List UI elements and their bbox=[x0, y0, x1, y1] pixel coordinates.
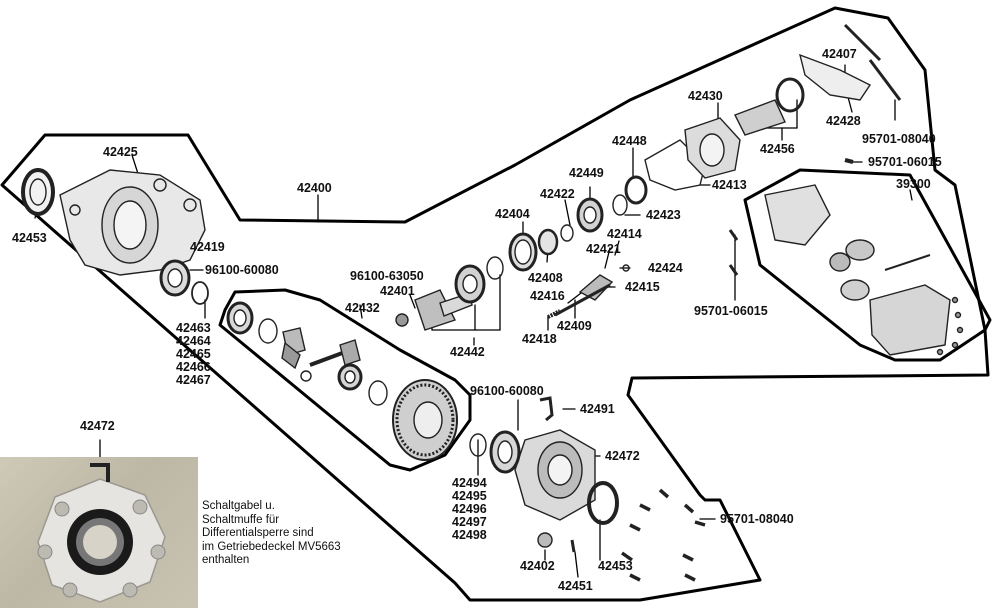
label-part-42497: 42497 bbox=[452, 515, 487, 529]
part-42424-pin bbox=[622, 264, 630, 272]
label-part-42451: 42451 bbox=[558, 579, 593, 593]
part-42448-seal bbox=[624, 175, 648, 205]
note-line-1: Schaltgabel u. bbox=[202, 500, 275, 512]
label-part-42413: 42413 bbox=[712, 178, 747, 192]
label-part-42491: 42491 bbox=[580, 402, 615, 416]
label-part-42419: 42419 bbox=[190, 240, 225, 254]
label-part-42498: 42498 bbox=[452, 528, 487, 542]
label-part-42494: 42494 bbox=[452, 476, 487, 490]
label-part-96100-60080-a: 96100-60080 bbox=[205, 263, 279, 277]
note-text: Schaltgabel u. Schaltmuffe für Different… bbox=[202, 500, 341, 568]
note-line-5: enthalten bbox=[202, 554, 250, 566]
label-part-42415: 42415 bbox=[625, 280, 660, 294]
label-part-42463: 42463 bbox=[176, 321, 211, 335]
part-42418-spring bbox=[547, 309, 561, 319]
part-42451-bolt bbox=[570, 539, 576, 553]
part-42453-seal-left bbox=[21, 168, 55, 216]
label-part-42409: 42409 bbox=[557, 319, 592, 333]
part-42401-pinion bbox=[414, 289, 456, 331]
label-part-42423: 42423 bbox=[646, 208, 681, 222]
label-part-42464: 42464 bbox=[176, 334, 211, 348]
part-pinion-shim bbox=[486, 256, 504, 280]
part-42409-rod bbox=[554, 283, 611, 317]
part-42463-shim bbox=[191, 281, 209, 305]
note-line-4: im Getriebedeckel MV5663 bbox=[202, 540, 341, 553]
label-part-42472: 42472 bbox=[605, 449, 640, 463]
label-part-42428: 42428 bbox=[826, 114, 861, 128]
label-part-42414: 42414 bbox=[607, 227, 642, 241]
part-95701-08040-bolts bbox=[843, 23, 902, 101]
label-part-42448: 42448 bbox=[612, 134, 647, 148]
part-42408-collar bbox=[537, 228, 559, 256]
part-diff-pinion-gear bbox=[339, 339, 361, 366]
outline-shift-group bbox=[743, 168, 992, 362]
label-part-95701-06015-b: 95701-06015 bbox=[694, 304, 768, 318]
label-part-42421: 42421 bbox=[586, 242, 621, 256]
part-42453-seal-right bbox=[587, 481, 619, 525]
label-part-42466: 42466 bbox=[176, 360, 211, 374]
label-group-42432: 42432 bbox=[345, 301, 380, 315]
label-part-96100-63050: 96100-63050 bbox=[350, 269, 424, 283]
label-part-95701-08040-a: 95701-08040 bbox=[862, 132, 936, 146]
label-photo-42472: 42472 bbox=[80, 419, 115, 433]
photo-cover-42472 bbox=[0, 457, 198, 608]
part-small-screws bbox=[936, 296, 964, 356]
part-42423-circlip bbox=[612, 194, 628, 216]
part-diff-shim-2 bbox=[368, 380, 388, 406]
part-95701-06015-screws-pair bbox=[728, 229, 739, 276]
note-line-3: Differentialsperre sind bbox=[202, 527, 314, 539]
label-part-42422: 42422 bbox=[540, 187, 575, 201]
label-part-42495: 42495 bbox=[452, 489, 487, 503]
part-42407-bracket bbox=[798, 53, 872, 101]
part-42422-shim bbox=[560, 224, 574, 242]
label-part-42496: 42496 bbox=[452, 502, 487, 516]
part-diff-shim bbox=[258, 318, 278, 344]
part-diff-washer bbox=[300, 370, 312, 382]
part-42413-gasket bbox=[644, 139, 706, 191]
label-part-42449: 42449 bbox=[569, 166, 604, 180]
note-line-2: Schaltmuffe für bbox=[202, 513, 280, 526]
label-part-42407: 42407 bbox=[822, 47, 857, 61]
part-42491-breather bbox=[539, 396, 554, 422]
label-stack-42494-42498: 42494 42495 42496 42497 42498 bbox=[452, 477, 487, 542]
label-part-95701-08040-b: 95701-08040 bbox=[720, 512, 794, 526]
label-part-42453-right: 42453 bbox=[598, 559, 633, 573]
label-part-42418: 42418 bbox=[522, 332, 557, 346]
label-part-42465: 42465 bbox=[176, 347, 211, 361]
label-part-42467: 42467 bbox=[176, 373, 211, 387]
outline-housing-group bbox=[0, 6, 990, 602]
label-part-42416: 42416 bbox=[530, 289, 565, 303]
label-part-96100-60080-b: 96100-60080 bbox=[470, 384, 544, 398]
label-part-42456: 42456 bbox=[760, 142, 795, 156]
label-group-42442: 42442 bbox=[450, 345, 485, 359]
part-diff-side-gear-2 bbox=[281, 341, 301, 370]
part-42494-shim bbox=[469, 433, 487, 457]
part-diff-cross-shaft bbox=[309, 350, 346, 367]
part-42456-ring bbox=[775, 77, 805, 113]
label-group-39300: 39300 bbox=[896, 177, 931, 191]
label-part-42453-left: 42453 bbox=[12, 231, 47, 245]
label-part-42424: 42424 bbox=[648, 261, 683, 275]
label-part-42404: 42404 bbox=[495, 207, 530, 221]
label-stack-42463-42467: 42463 42464 42465 42466 42467 bbox=[176, 322, 211, 387]
photo-cover-drawing bbox=[37, 463, 166, 603]
label-part-42408: 42408 bbox=[528, 271, 563, 285]
label-part-42425: 42425 bbox=[103, 145, 138, 159]
outline-diff-group bbox=[218, 288, 472, 472]
part-42425-housing bbox=[59, 169, 206, 276]
label-part-95701-06015-a: 95701-06015 bbox=[868, 155, 942, 169]
part-95701-08040-bolt-set bbox=[620, 488, 706, 582]
label-group-42400: 42400 bbox=[297, 181, 332, 195]
label-part-42401: 42401 bbox=[380, 284, 415, 298]
label-part-42430: 42430 bbox=[688, 89, 723, 103]
part-42402-plug bbox=[537, 532, 553, 548]
part-42456-coupler bbox=[734, 99, 786, 136]
part-95701-06015-screw bbox=[844, 158, 854, 164]
label-part-42402: 42402 bbox=[520, 559, 555, 573]
part-39300-actuator bbox=[764, 184, 951, 356]
